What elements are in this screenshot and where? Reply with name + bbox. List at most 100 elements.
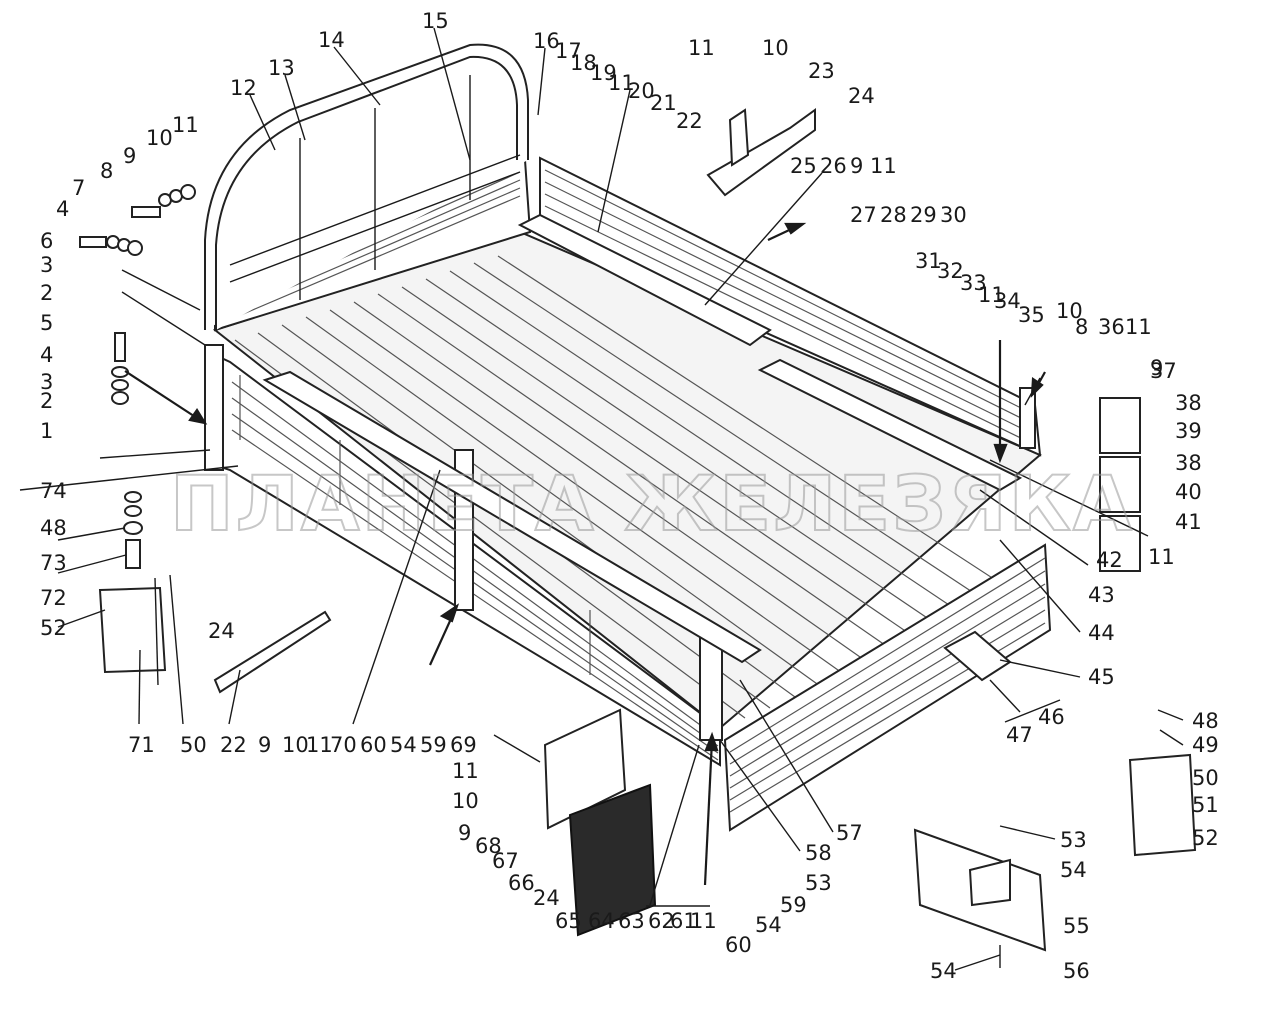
callout-69: 69 bbox=[450, 733, 477, 757]
callout-46: 46 bbox=[1038, 705, 1065, 729]
callout-14: 14 bbox=[318, 28, 345, 52]
tailgate bbox=[723, 543, 1052, 832]
cab-guard-frame bbox=[204, 43, 529, 330]
callout-35: 35 bbox=[1018, 303, 1045, 327]
callout-11: 11 bbox=[690, 909, 717, 933]
callout-43: 43 bbox=[1088, 583, 1115, 607]
right-side-board-ribs bbox=[544, 169, 1034, 445]
callout-32: 32 bbox=[937, 259, 964, 283]
direction-arrows bbox=[124, 222, 1046, 886]
callout-6: 6 bbox=[40, 229, 53, 253]
callout-64: 64 bbox=[588, 909, 615, 933]
callout-24: 24 bbox=[848, 84, 875, 108]
callout-41: 41 bbox=[1175, 510, 1202, 534]
callout-9: 9 bbox=[850, 154, 863, 178]
callout-53: 53 bbox=[1060, 828, 1087, 852]
callout-13: 13 bbox=[268, 56, 295, 80]
callout-29: 29 bbox=[910, 203, 937, 227]
callout-19: 19 bbox=[590, 61, 617, 85]
mudflap bbox=[568, 783, 657, 937]
watermark: ПЛАНЕТА ЖЕЛЕЗЯКА bbox=[170, 459, 1134, 548]
callout-20: 20 bbox=[628, 79, 655, 103]
callout-25: 25 bbox=[790, 154, 817, 178]
hardware bbox=[79, 108, 1197, 952]
right-side-board bbox=[539, 156, 1042, 457]
callout-10: 10 bbox=[762, 36, 789, 60]
callout-48: 48 bbox=[40, 516, 67, 540]
callout-labels: 1 2 2 3 3 4 4 5 6 7 8 8 9 9 9 9 9 10 10 … bbox=[40, 9, 1219, 983]
callout-47: 47 bbox=[1006, 723, 1033, 747]
callout-24: 24 bbox=[208, 619, 235, 643]
callout-23: 23 bbox=[808, 59, 835, 83]
callout-36: 36 bbox=[1098, 315, 1125, 339]
callout-55: 55 bbox=[1063, 914, 1090, 938]
callout-58: 58 bbox=[805, 841, 832, 865]
callout-39: 39 bbox=[1175, 419, 1202, 443]
callout-74: 74 bbox=[40, 479, 67, 503]
callout-66: 66 bbox=[508, 871, 535, 895]
callout-65: 65 bbox=[555, 909, 582, 933]
callout-11: 11 bbox=[608, 71, 635, 95]
callout-4: 4 bbox=[40, 343, 53, 367]
pin-box-40 bbox=[1099, 456, 1141, 513]
callout-72: 72 bbox=[40, 586, 67, 610]
callout-3: 3 bbox=[40, 370, 53, 394]
callout-26: 26 bbox=[820, 154, 847, 178]
callout-60: 60 bbox=[360, 733, 387, 757]
callout-62: 62 bbox=[648, 909, 675, 933]
callout-9: 9 bbox=[1150, 356, 1163, 380]
callout-27: 27 bbox=[850, 203, 877, 227]
mudguard-bracket bbox=[543, 708, 627, 830]
rear-bench bbox=[757, 358, 1023, 492]
clamp-block-right bbox=[1128, 753, 1197, 857]
front-bench bbox=[517, 213, 772, 347]
hinge-plate-top bbox=[728, 108, 750, 167]
callout-38: 38 bbox=[1175, 451, 1202, 475]
pin-box-39 bbox=[1099, 397, 1141, 454]
callout-9: 9 bbox=[123, 144, 136, 168]
callout-15: 15 bbox=[422, 9, 449, 33]
callout-16: 16 bbox=[533, 29, 560, 53]
callout-60: 60 bbox=[725, 933, 752, 957]
nut-48a bbox=[124, 491, 142, 503]
callout-54: 54 bbox=[930, 959, 957, 983]
callout-45: 45 bbox=[1088, 665, 1115, 689]
callout-11: 11 bbox=[1148, 545, 1175, 569]
callout-21: 21 bbox=[650, 91, 677, 115]
nut-11a bbox=[180, 184, 196, 200]
bolt-6 bbox=[79, 236, 107, 248]
callout-40: 40 bbox=[1175, 480, 1202, 504]
callout-56: 56 bbox=[1063, 959, 1090, 983]
leader-lines bbox=[19, 27, 1184, 971]
callout-28: 28 bbox=[880, 203, 907, 227]
callout-11: 11 bbox=[978, 283, 1005, 307]
callout-67: 67 bbox=[492, 849, 519, 873]
callout-31: 31 bbox=[915, 249, 942, 273]
callout-30: 30 bbox=[940, 203, 967, 227]
hook-bracket-top bbox=[706, 108, 816, 197]
nut-2a bbox=[127, 240, 143, 256]
callout-50: 50 bbox=[180, 733, 207, 757]
clamp-block-left bbox=[98, 586, 167, 674]
left-side-board-ribs bbox=[231, 375, 719, 761]
callout-33: 33 bbox=[960, 271, 987, 295]
side-rail-plank bbox=[262, 370, 762, 664]
callout-9: 9 bbox=[458, 821, 471, 845]
callout-52: 52 bbox=[1192, 826, 1219, 850]
callout-10: 10 bbox=[146, 126, 173, 150]
callout-53: 53 bbox=[805, 871, 832, 895]
callout-71: 71 bbox=[128, 733, 155, 757]
callout-50: 50 bbox=[1192, 766, 1219, 790]
callout-11: 11 bbox=[172, 113, 199, 137]
callout-61: 61 bbox=[670, 909, 697, 933]
callout-52: 52 bbox=[40, 616, 67, 640]
group-bar bbox=[1004, 699, 1061, 723]
callout-9: 9 bbox=[258, 733, 271, 757]
bracket-55 bbox=[968, 858, 1011, 907]
callout-10: 10 bbox=[1056, 299, 1083, 323]
callout-11: 11 bbox=[688, 36, 715, 60]
callout-3: 3 bbox=[40, 253, 53, 277]
callout-42: 42 bbox=[1096, 548, 1123, 572]
callout-63: 63 bbox=[618, 909, 645, 933]
callout-59: 59 bbox=[420, 733, 447, 757]
